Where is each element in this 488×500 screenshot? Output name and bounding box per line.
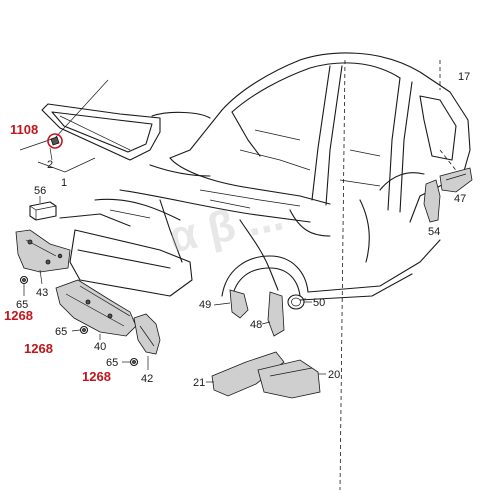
callout-1268-a: 1268 — [4, 308, 33, 323]
part-48 — [267, 291, 285, 337]
part-50 — [287, 294, 305, 310]
callout-43: 43 — [36, 287, 48, 299]
part-56 — [29, 201, 57, 221]
callout-54: 54 — [428, 226, 440, 238]
body-shell — [59, 52, 471, 301]
callout-40: 40 — [94, 341, 106, 353]
part-54 — [423, 179, 441, 223]
fastener-65-a — [19, 275, 29, 285]
leader-48 — [261, 321, 271, 325]
fastener-65-b — [79, 325, 89, 335]
callout-1268-c: 1268 — [82, 369, 111, 384]
callout-56: 56 — [34, 185, 46, 197]
leader-center — [339, 59, 346, 491]
callout-1: 1 — [61, 177, 67, 189]
fastener-65-c — [129, 357, 139, 367]
callout-1108: 1108 — [10, 122, 38, 137]
callout-1268-b: 1268 — [24, 341, 53, 356]
hood-latch-part — [50, 136, 60, 146]
callout-42: 42 — [141, 373, 153, 385]
part-47 — [439, 167, 473, 193]
part-40 — [55, 279, 137, 337]
callout-50: 50 — [313, 297, 325, 309]
callout-2: 2 — [47, 159, 53, 171]
callout-65-b: 65 — [55, 326, 67, 338]
leader-43 — [39, 269, 43, 285]
hood-panel — [41, 103, 211, 161]
part-49 — [229, 289, 249, 319]
callout-49: 49 — [199, 299, 211, 311]
part-42 — [133, 313, 161, 355]
callout-47: 47 — [454, 193, 466, 205]
callout-21: 21 — [193, 377, 205, 389]
callout-17: 17 — [458, 71, 470, 83]
callout-65-a: 65 — [16, 299, 28, 311]
part-43 — [15, 229, 71, 273]
callout-48: 48 — [250, 319, 262, 331]
part-20 — [257, 359, 321, 399]
hood-latch-marker — [47, 133, 63, 149]
callout-20: 20 — [328, 369, 340, 381]
leader-65b — [71, 329, 81, 332]
leader-49 — [213, 302, 231, 306]
callout-65-c: 65 — [106, 357, 118, 369]
hood-leaders — [19, 79, 109, 173]
